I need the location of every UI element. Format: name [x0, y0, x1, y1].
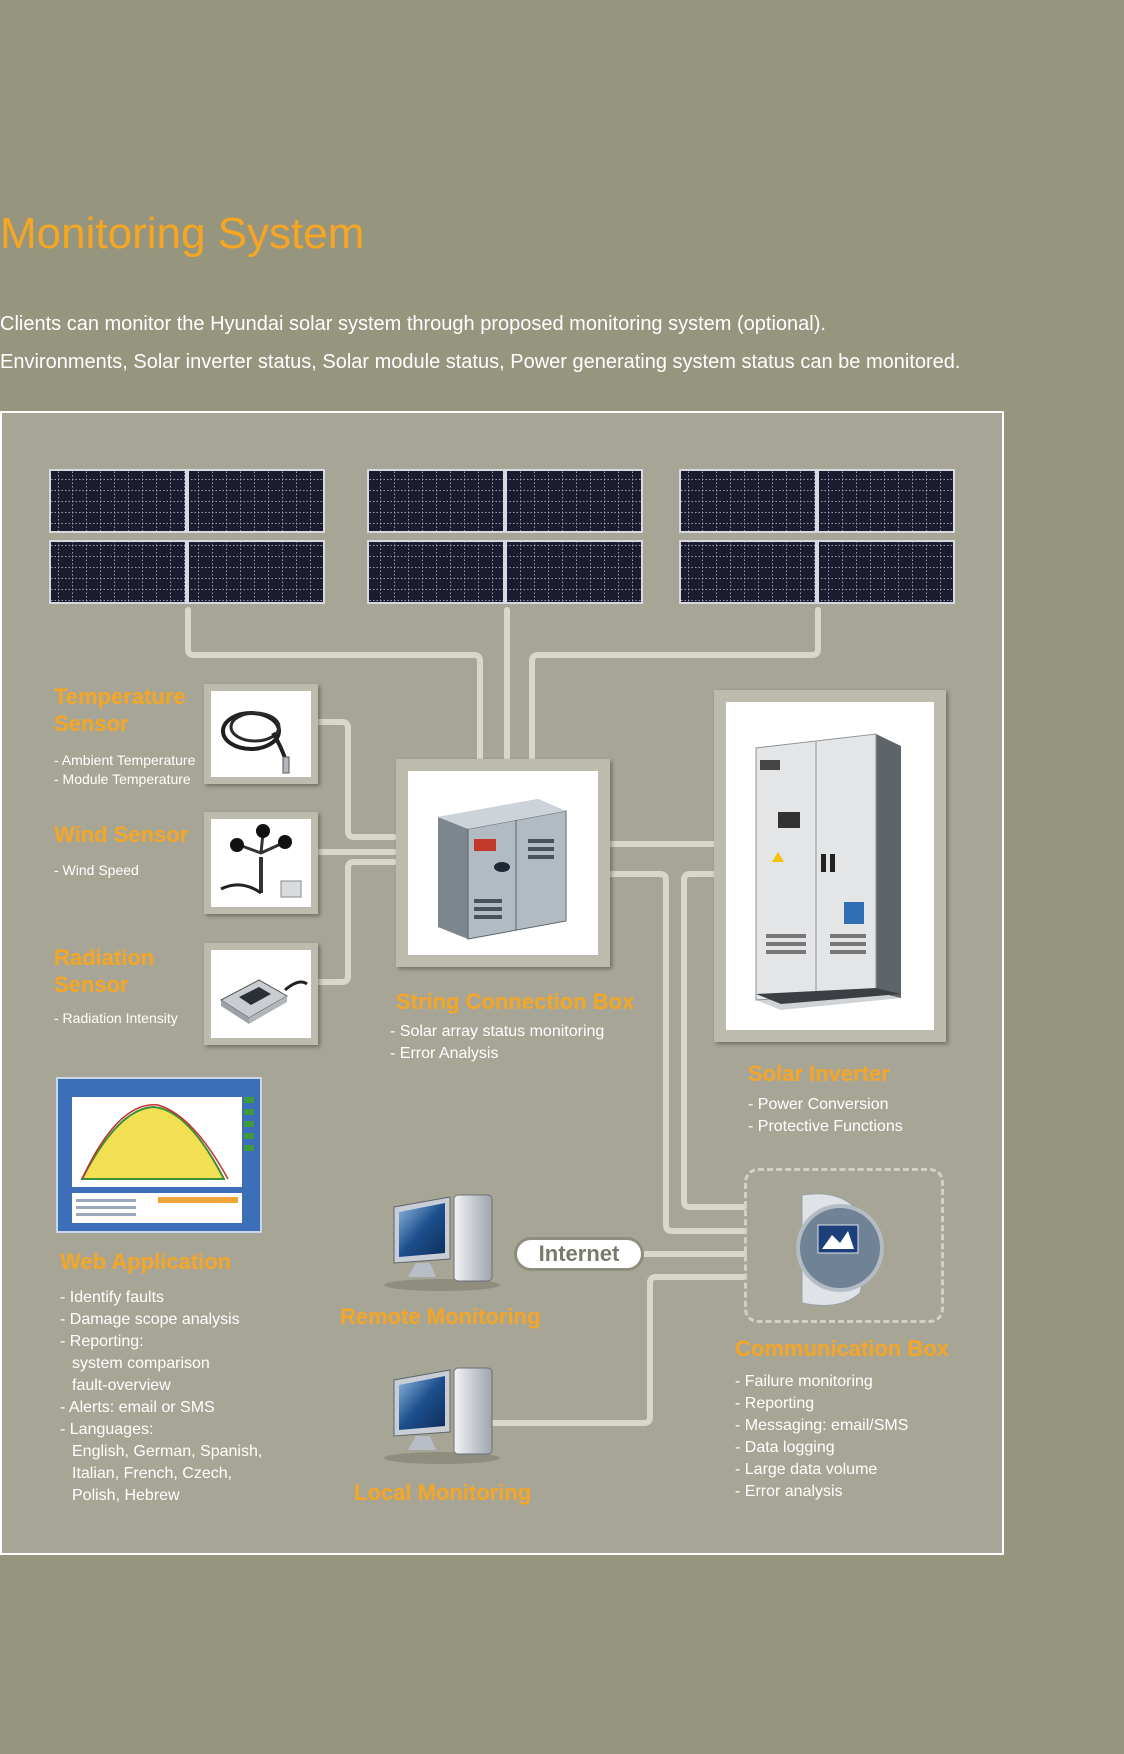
yield-chart-thumbnail-icon [72, 1097, 254, 1223]
intro-line-1: Clients can monitor the Hyundai solar sy… [0, 313, 826, 335]
solar-inverter-label: Solar Inverter [748, 1061, 890, 1086]
wind-sensor-label: Wind Sensor [54, 822, 189, 847]
communication-box-features: - Failure monitoring - Reporting - Messa… [735, 1373, 909, 1500]
inverter-cabinet-icon [755, 733, 901, 1010]
connection-wires [49, 469, 955, 1464]
remote-monitoring-label: Remote Monitoring [340, 1304, 541, 1329]
communication-box-frame [744, 1168, 944, 1323]
string-connection-box-features: - Solar array status monitoring - Error … [390, 1023, 605, 1062]
web-application-features: - Identify faults - Damage scope analysi… [60, 1289, 263, 1504]
solar-inverter-features: - Power Conversion - Protective Function… [748, 1096, 903, 1135]
radiation-sensor-features: - Radiation Intensity [54, 1010, 178, 1026]
internet-badge: Internet [514, 1237, 644, 1271]
web-application-label: Web Application [60, 1249, 232, 1274]
wind-sensor-image [204, 812, 318, 914]
anemometer-icon [220, 824, 302, 898]
solar-panel-array-3 [679, 469, 955, 604]
monitoring-diagram: Internet Temperature Sensor - Ambient Te… [0, 411, 1004, 1555]
communication-box-device-icon [796, 1193, 884, 1306]
radiation-sensor-icon [220, 979, 308, 1024]
junction-cabinet-icon [438, 799, 567, 940]
temperature-sensor-label: Temperature Sensor [54, 684, 186, 736]
solar-panel-array-1 [49, 469, 325, 604]
wind-sensor-features: - Wind Speed [54, 862, 139, 878]
intro-line-2: Environments, Solar inverter status, Sol… [0, 351, 961, 373]
local-monitoring-label: Local Monitoring [354, 1480, 532, 1505]
remote-computer-icon [384, 1194, 500, 1291]
communication-box-label: Communication Box [735, 1336, 949, 1361]
radiation-sensor-image [204, 943, 318, 1045]
string-connection-box-label: String Connection Box [396, 989, 635, 1014]
page-title: Monitoring System [0, 209, 365, 258]
temperature-sensor-image [204, 684, 318, 784]
local-computer-icon [384, 1367, 500, 1464]
string-connection-box-image [396, 759, 610, 967]
temperature-sensor-features: - Ambient Temperature - Module Temperatu… [54, 752, 196, 787]
radiation-sensor-label: Radiation Sensor [54, 945, 155, 997]
web-application-screenshot [56, 1077, 262, 1233]
solar-inverter-image [714, 690, 946, 1042]
solar-panel-array-2 [367, 469, 643, 604]
cable-coil-icon [221, 711, 290, 774]
